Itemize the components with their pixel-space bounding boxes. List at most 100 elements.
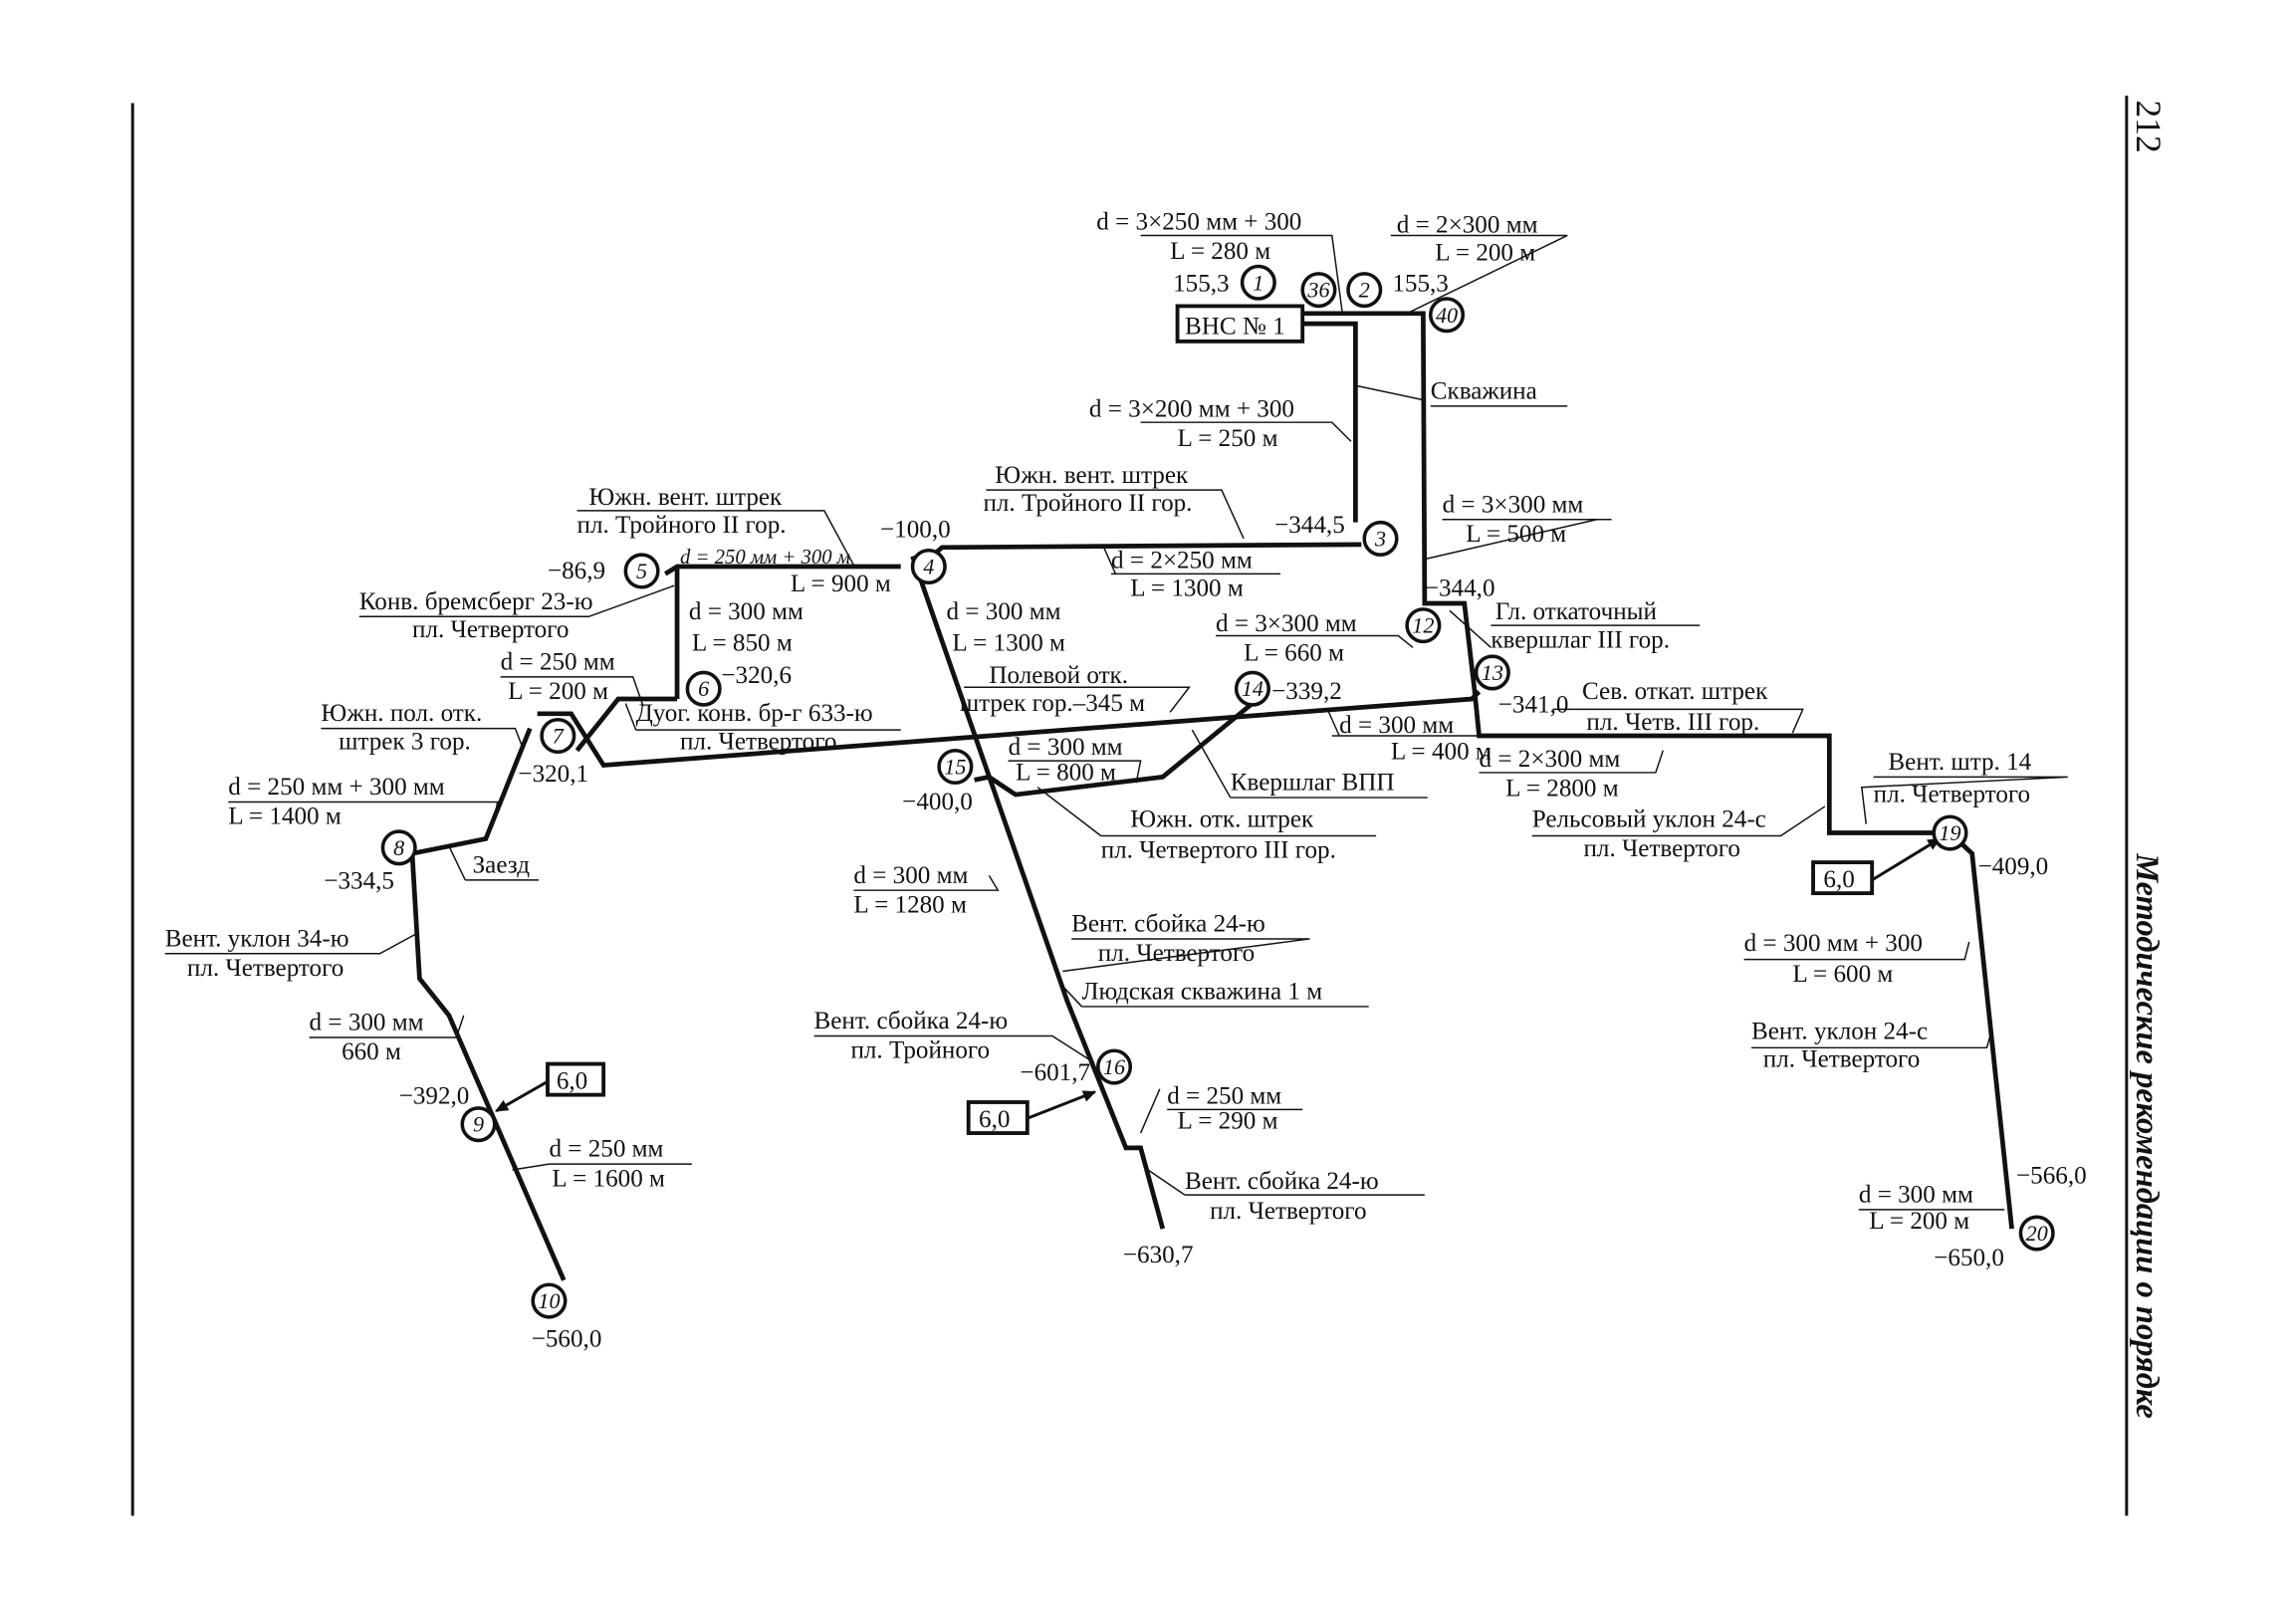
label-text: d = 3×250 мм + 300: [1096, 209, 1301, 236]
node: 2: [1346, 272, 1383, 309]
elevation: −344,5: [1274, 512, 1345, 539]
label-text: L = 900 м: [791, 571, 891, 597]
label-text: d = 300 мм: [947, 598, 1061, 625]
label: d = 300 ммL = 800 м: [1009, 734, 1123, 786]
label-text: L = 200 м: [508, 678, 608, 705]
label: d = 250 мм + 300 мL = 900 м: [680, 547, 891, 597]
node: 13: [1474, 654, 1510, 691]
label-text: L = 1600 м: [552, 1165, 665, 1192]
label-text: L = 1400 м: [228, 803, 342, 830]
elevation: −344,0: [1425, 575, 1495, 602]
label-text: Полевой отк.: [989, 662, 1128, 689]
node-number: 10: [538, 1288, 560, 1313]
label: Полевой отк.штрек гор.–345 м: [960, 662, 1145, 717]
source-arrow: [1871, 837, 1942, 882]
label-text: пл. Четв. III гор.: [1586, 709, 1759, 736]
label-text: Южн. пол. отк.: [321, 700, 482, 727]
label: Вент. сбойка 24-юпл. Четвертого: [1071, 911, 1265, 968]
label: d = 300 мм L = 850 м: [689, 598, 804, 656]
label: d = 3×300 ммL = 660 м: [1216, 610, 1357, 667]
label: Дуог. конв. бр-г 633-юпл. Четвертого: [636, 700, 873, 755]
label-text: d = 300 мм: [1009, 734, 1123, 761]
label-text: пл. Четвертого: [412, 616, 569, 643]
node: 36: [1300, 272, 1337, 309]
label-text: d = 2×250 мм: [1111, 548, 1253, 574]
label-text: L = 660 м: [1244, 640, 1344, 667]
label: Людская скважина 1 м: [1081, 979, 1322, 1006]
label-text: L = 400 м: [1391, 739, 1492, 766]
label-text: d = 250 мм: [1167, 1082, 1281, 1109]
label-text: Вент. сбойка 24-ю: [1185, 1168, 1379, 1195]
node: 16: [1095, 1048, 1133, 1085]
label-text: L = 250 м: [1178, 425, 1278, 452]
leader-lines: [164, 234, 2068, 1211]
label-text: d = 300 мм: [310, 1010, 424, 1036]
label: d = 300 ммL = 1280 м: [853, 862, 968, 919]
node-number: 2: [1359, 278, 1370, 303]
node: 15: [937, 748, 974, 786]
node-number: 3: [1374, 526, 1386, 551]
elevations: 155,3 155,3 −344,5 −100,0 −86,9 −320,6 −…: [324, 271, 2086, 1353]
elevation: −339,2: [1271, 678, 1342, 705]
label: Вент. уклон 34-юпл. Четвертого: [165, 925, 349, 982]
node-number: 4: [923, 555, 934, 579]
source-box: 6,0: [1811, 860, 1875, 896]
label: Вент. сбойка 24-юпл. Четвертого: [1185, 1168, 1379, 1225]
label-text: d = 300 мм + 300: [1744, 930, 1923, 957]
elevation: −566,0: [2016, 1162, 2087, 1189]
label-text: d = 300 мм: [689, 598, 804, 625]
node-number: 13: [1482, 660, 1503, 685]
label: d = 3×300 ммL = 500 м: [1443, 491, 1584, 548]
elevation: 155,3: [1392, 271, 1449, 298]
label: Вент. уклон 24-спл. Четвертого: [1751, 1018, 1928, 1072]
page-number: 212: [2129, 101, 2169, 153]
label-text: L = 850 м: [692, 629, 793, 656]
node-number: 19: [1939, 820, 1960, 845]
label: d = 250 мм + 300 ммL = 1400 м: [228, 774, 445, 830]
node-number: 15: [944, 755, 966, 780]
label-text: L = 1300 м: [1130, 575, 1244, 602]
label-text: L = 600 м: [1792, 961, 1893, 988]
label-text: Вент. уклон 34-ю: [165, 925, 349, 952]
source-box: 6,0: [966, 1100, 1030, 1135]
node-number: 12: [1412, 613, 1434, 638]
label-text: пл. Четвертого: [680, 728, 836, 755]
label-text: L = 500 м: [1466, 521, 1566, 548]
label: Южн. пол. отк.штрек 3 гор.: [321, 700, 482, 755]
node-number: 1: [1253, 270, 1263, 295]
label-text: 660 м: [342, 1038, 401, 1065]
label-text: L = 2800 м: [1505, 776, 1619, 802]
source-value: 6,0: [557, 1068, 587, 1095]
label: d = 250 ммL = 290 м: [1167, 1082, 1281, 1134]
label: d = 2×300 ммL = 200 м: [1397, 212, 1538, 267]
label-text: Южн. отк. штрек: [1130, 806, 1314, 833]
label: Рельсовый уклон 24-спл. Четвертого: [1532, 806, 1766, 863]
pipe-7-main: [537, 689, 1482, 769]
label-text: L = 280 м: [1170, 238, 1270, 265]
label-text: штрек 3 гор.: [339, 728, 471, 755]
label-text: пл. Четвертого: [1763, 1046, 1920, 1073]
node: 9: [460, 1106, 497, 1143]
pipe-2-3: [1302, 321, 1358, 523]
node: 19: [1932, 814, 1968, 851]
node-number: 16: [1103, 1054, 1125, 1079]
label-text: Людская скважина 1 м: [1081, 979, 1322, 1006]
node: 4: [910, 548, 947, 585]
node: 5: [623, 553, 660, 589]
label-text: пл. Четвертого: [1583, 835, 1739, 862]
node: 6: [685, 670, 722, 707]
node-number: 6: [698, 676, 709, 701]
node-number: 5: [636, 559, 647, 583]
elevation: −341,0: [1498, 691, 1569, 718]
node-number: 20: [2026, 1221, 2048, 1246]
label-text: Вент. уклон 24-с: [1751, 1018, 1928, 1044]
label-text: Скважина: [1431, 378, 1537, 405]
elevation: −392,0: [399, 1082, 470, 1109]
node-number: 7: [553, 723, 565, 748]
label-text: Квершлаг ВПП: [1231, 770, 1395, 797]
